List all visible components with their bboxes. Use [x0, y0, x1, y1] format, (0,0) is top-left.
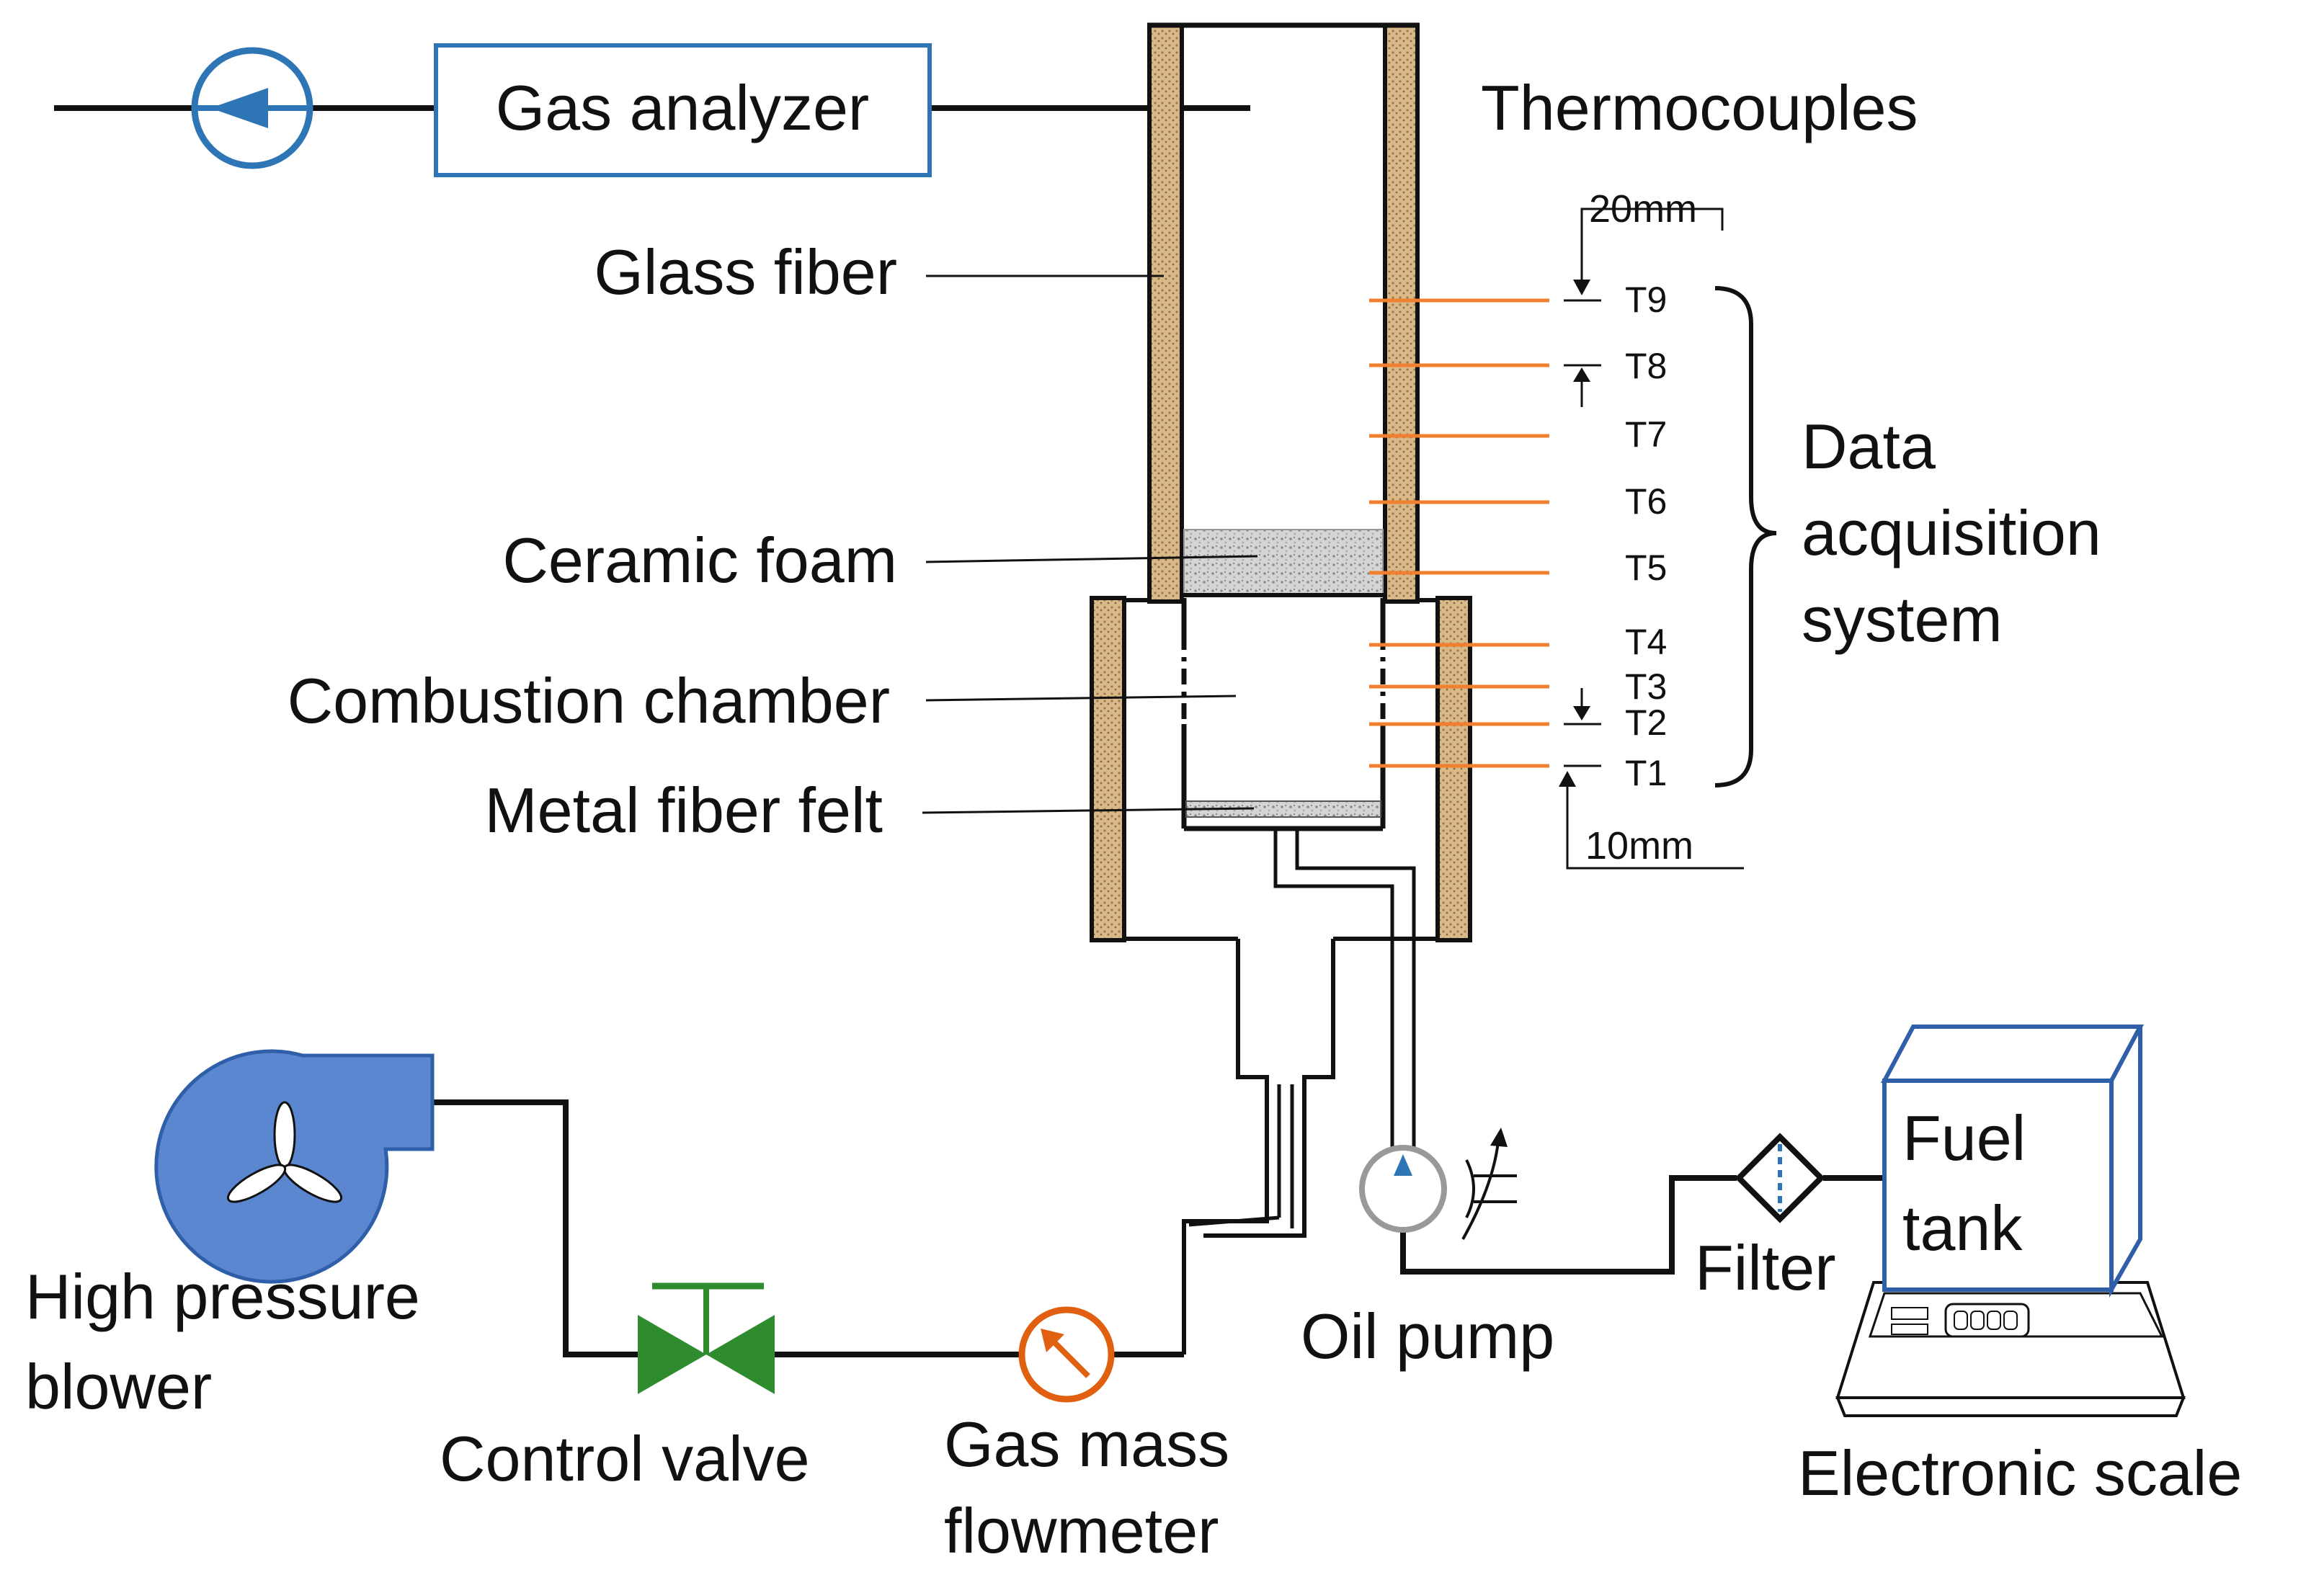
- dimension-marks: [1559, 207, 1744, 870]
- tc-label: T1: [1625, 753, 1667, 793]
- thermocouple-labels: T9 T8 T7 T6 T5 T4 T3 T2 T1: [1625, 280, 1667, 793]
- flowmeter-label-line1: Gas mass: [944, 1409, 1229, 1480]
- oil-pump-icon: [1359, 1128, 1517, 1240]
- callout-leaders: [922, 275, 1258, 814]
- gas-analyzer: Gas analyzer: [434, 43, 932, 177]
- thermocouples-label: Thermocouples: [1481, 72, 1918, 143]
- filter-icon: [1735, 1133, 1825, 1223]
- control-valve-label: Control valve: [440, 1423, 810, 1494]
- electronic-scale-icon: [1835, 1281, 2186, 1417]
- glass-fiber-label: Glass fiber: [594, 236, 897, 308]
- brace-icon: [1714, 286, 1777, 787]
- upper-tube: [1147, 22, 1420, 604]
- tc-label: T8: [1625, 346, 1667, 386]
- suction-pump-icon: [191, 47, 313, 169]
- dimension-20mm: 20mm: [1589, 187, 1697, 231]
- blower-label-line2: blower: [25, 1351, 212, 1422]
- tc-label: T9: [1625, 280, 1667, 320]
- gas-analyzer-label: Gas analyzer: [496, 72, 869, 143]
- tc-label: T3: [1625, 666, 1667, 707]
- combustion-chamber-label: Combustion chamber: [288, 665, 890, 736]
- fuel-tank-icon: Fuel tank: [1881, 1025, 2144, 1298]
- blower-icon: [154, 1049, 435, 1284]
- tc-label: T7: [1625, 414, 1667, 455]
- air-supply-line: [432, 1099, 1184, 1357]
- flowmeter-icon: [1018, 1306, 1115, 1403]
- combustion-chamber: [1090, 596, 1472, 1354]
- oil-pump-label: Oil pump: [1301, 1300, 1554, 1372]
- tc-label: T6: [1625, 481, 1667, 522]
- data-acquisition-line2: acquisition: [1802, 497, 2101, 568]
- dimension-10mm: 10mm: [1585, 824, 1693, 867]
- filter-label: Filter: [1695, 1232, 1836, 1303]
- flowmeter-label-line2: flowmeter: [944, 1495, 1219, 1566]
- electronic-scale-label: Electronic scale: [1798, 1437, 2242, 1509]
- metal-fiber-felt-label: Metal fiber felt: [484, 775, 883, 846]
- tc-label: T2: [1625, 702, 1667, 743]
- control-valve-icon: [638, 1282, 775, 1394]
- tc-label: T4: [1625, 622, 1667, 662]
- tc-label: T5: [1625, 548, 1667, 588]
- fuel-tank-label-line2: tank: [1902, 1192, 2023, 1264]
- fuel-tank-label-line1: Fuel: [1902, 1102, 2026, 1174]
- blower-label-line1: High pressure: [25, 1261, 420, 1332]
- data-acquisition-line1: Data: [1802, 411, 1936, 482]
- data-acquisition-line3: system: [1802, 584, 2003, 655]
- fuel-supply-line: [1400, 1175, 1884, 1275]
- ceramic-foam: [1183, 529, 1384, 597]
- ceramic-foam-label: Ceramic foam: [502, 525, 897, 596]
- thermocouple-lines: [1369, 298, 1549, 768]
